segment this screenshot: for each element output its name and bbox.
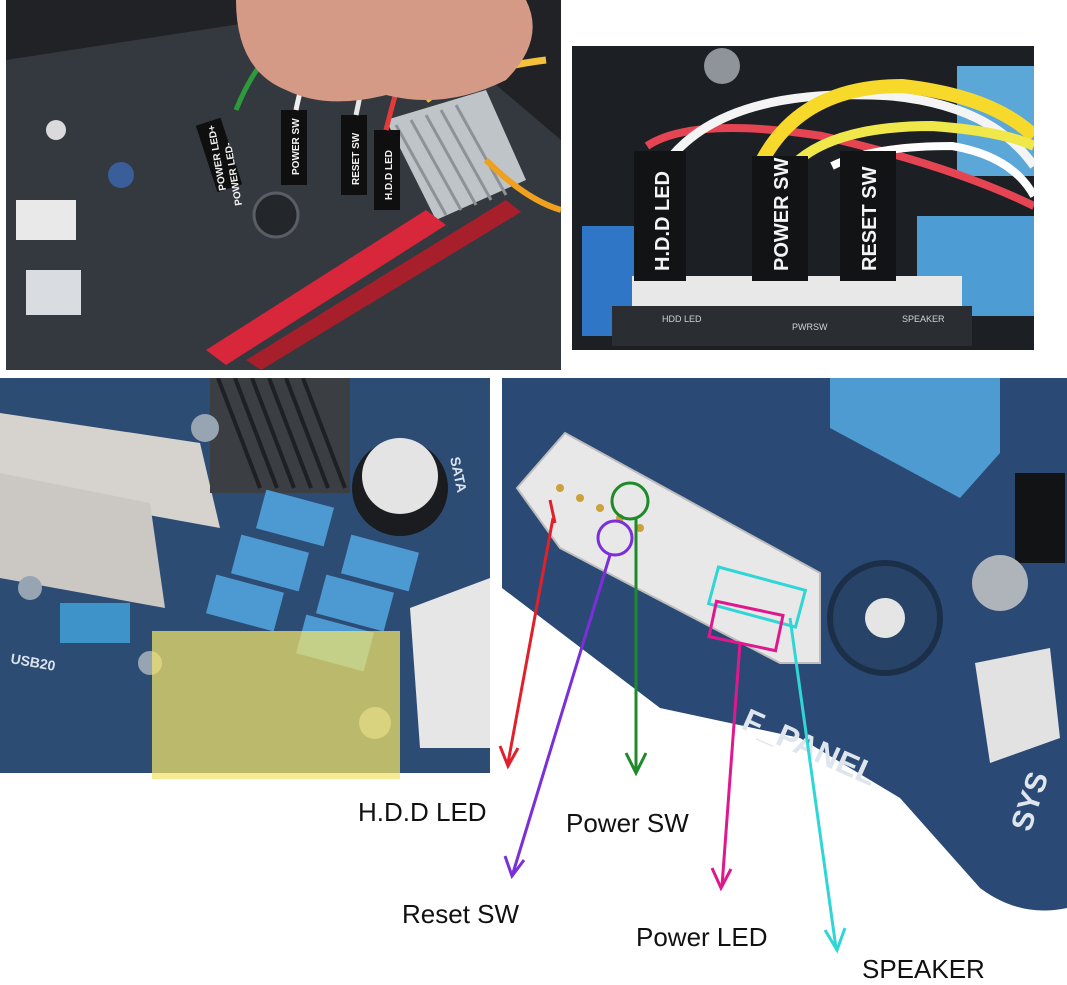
text-power-sw: POWER SW xyxy=(291,118,302,175)
speaker-arrow xyxy=(788,617,838,949)
speaker-pin-box xyxy=(706,565,808,629)
front-panel-highlight xyxy=(152,631,400,779)
closeup-text-power-sw: POWER SW xyxy=(771,158,793,271)
closeup-connector-reset-sw xyxy=(840,151,896,281)
text-hdd-led: H.D.D LED xyxy=(384,150,395,200)
connector-reset-sw xyxy=(341,115,367,195)
power-led-pin-box xyxy=(707,599,785,653)
label-power-led: Power LED xyxy=(636,922,768,952)
silk-sata: SATA xyxy=(447,455,470,494)
silk-usb20: USB20 xyxy=(9,650,56,674)
closeup-text-reset-sw: RESET SW xyxy=(859,166,881,271)
text-reset-sw: RESET SW xyxy=(351,132,362,185)
connector-power-led xyxy=(195,117,243,193)
photo-connector-hands: POWER LED+ POWER LED- POWER SW RESET SW … xyxy=(6,0,561,370)
label-reset-sw: Reset SW xyxy=(402,899,520,929)
label-power-sw: Power SW xyxy=(566,808,689,838)
photo-hands-scene: POWER LED+ POWER LED- POWER SW RESET SW … xyxy=(6,0,561,370)
board-print-speaker: SPEAKER xyxy=(902,314,945,324)
reset-sw-pin-circle xyxy=(596,519,634,557)
power-led-arrow xyxy=(720,642,742,887)
label-hdd-led: H.D.D LED xyxy=(358,797,487,827)
connector-power-sw xyxy=(281,110,307,185)
closeup-connector-power-sw xyxy=(752,156,808,281)
board-print-pwrsw: PWRSW xyxy=(792,322,828,332)
motherboard-scene: USB20 SATA SYS xyxy=(0,378,1067,954)
f-panel-connector xyxy=(515,431,821,664)
photo-closeup-scene: HDD LED PWRSW SPEAKER H.D.D LED POWER SW… xyxy=(572,46,1034,350)
connector-hdd-led xyxy=(374,130,400,210)
photo-motherboard-panel: USB20 SATA SYS xyxy=(0,378,1067,984)
reset-sw-arrow xyxy=(511,554,612,874)
hand xyxy=(236,0,533,102)
power-sw-pin-circle xyxy=(610,481,650,521)
hdd-led-arrow xyxy=(506,517,555,764)
board-print-hdd-led: HDD LED xyxy=(662,314,702,324)
closeup-connector-hdd-led xyxy=(634,151,686,281)
photo-connector-closeup: HDD LED PWRSW SPEAKER H.D.D LED POWER SW… xyxy=(572,46,1034,350)
closeup-text-hdd-led: H.D.D LED xyxy=(652,171,674,271)
label-speaker: SPEAKER xyxy=(862,954,985,984)
